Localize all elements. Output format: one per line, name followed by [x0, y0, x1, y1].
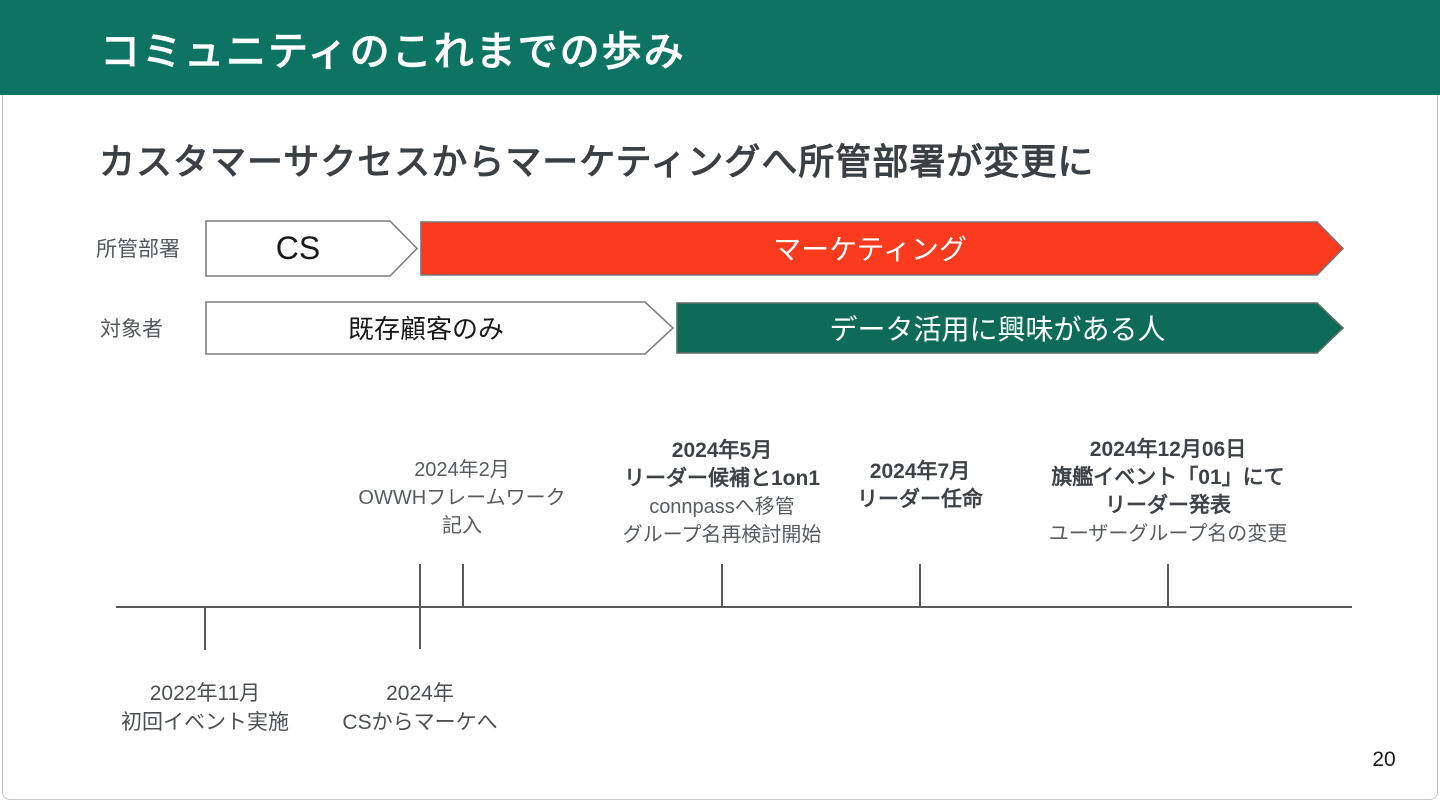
department-before-label: CS [275, 229, 321, 266]
audience-row-label: 対象者 [100, 318, 163, 341]
event-date: 2024年5月 [671, 439, 773, 462]
slide-subtitle: カスタマーサクセスからマーケティングへ所管部署が変更に [99, 141, 1095, 182]
department-after-label: マーケティング [773, 234, 967, 265]
event-date: 2024年12月06日 [1089, 438, 1247, 461]
event-date: 2024年2月 [414, 459, 510, 481]
event-text: 初回イベント実施 [121, 711, 289, 734]
timeline-event-2024: 2024年 CSからマーケへ [342, 679, 497, 737]
slide-header-bar: コミュニティのこれまでの歩み [0, 0, 1440, 95]
department-before-arrow-shape [205, 220, 419, 277]
timeline-tick-2024 [419, 564, 421, 649]
timeline-event-2022-11: 2022年11月 初回イベント実施 [121, 679, 289, 737]
timeline-tick-2024-05 [721, 564, 723, 607]
department-row-label: 所管部署 [96, 238, 180, 261]
event-date: 2024年7月 [869, 460, 971, 483]
event-text: OWWHフレームワーク [358, 487, 566, 509]
audience-before-label: 既存顧客のみ [347, 314, 504, 344]
timeline-tick-2024-02 [462, 564, 464, 607]
timeline-event-2024-02: 2024年2月 OWWHフレームワーク 記入 [358, 456, 565, 540]
white-arrow-polygon [205, 301, 675, 355]
timeline-event-2024-12: 2024年12月06日 旗艦イベント「01」にて リーダー発表 ユーザーグループ… [1049, 436, 1287, 548]
audience-after-arrow-shape [676, 302, 1344, 354]
page-number: 20 [1372, 748, 1396, 771]
timeline-tick-2022-11 [204, 607, 206, 650]
audience-before-arrow-shape [205, 301, 675, 355]
department-after-arrow-shape [420, 221, 1345, 276]
white-arrow-polygon [205, 220, 419, 277]
event-text: connpassへ移管 [649, 496, 795, 518]
event-date: 2024年 [386, 682, 454, 705]
red-arrow-polygon [420, 221, 1345, 276]
event-text: リーダー候補と1on1 [623, 467, 820, 490]
event-text: グループ名再検討開始 [622, 524, 822, 546]
event-text: リーダー任命 [857, 488, 983, 511]
timeline-event-2024-07: 2024年7月 リーダー任命 [857, 458, 983, 514]
event-text: リーダー発表 [1105, 494, 1231, 517]
event-text: 旗艦イベント「01」にて [1051, 466, 1285, 489]
event-text: ユーザーグループ名の変更 [1048, 523, 1288, 545]
timeline-axis [116, 606, 1352, 608]
green-arrow-polygon [676, 302, 1344, 354]
slide-body-card [2, 95, 1438, 800]
event-text: CSからマーケへ [342, 711, 498, 734]
timeline-event-2024-05: 2024年5月 リーダー候補と1on1 connpassへ移管 グループ名再検討… [623, 437, 822, 549]
timeline-tick-2024-07 [919, 564, 921, 607]
event-date: 2022年11月 [149, 682, 261, 705]
timeline-tick-2024-12 [1167, 564, 1169, 607]
audience-after-label: データ活用に興味がある人 [829, 313, 1166, 345]
event-text: 記入 [442, 515, 482, 537]
slide-title: コミュニティのこれまでの歩み [100, 29, 686, 74]
